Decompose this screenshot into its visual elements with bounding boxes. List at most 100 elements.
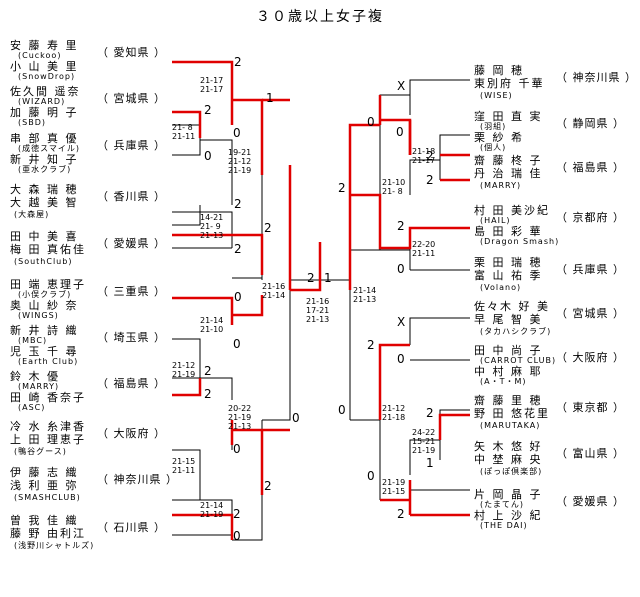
page-title: ３０歳以上女子複 bbox=[256, 9, 384, 25]
player-name: 上 田 理恵子 bbox=[10, 433, 86, 446]
game-score-line: 14-21 bbox=[200, 213, 224, 222]
score-l7: 2 bbox=[264, 221, 272, 235]
club-name: (Dragon Smash) bbox=[480, 237, 560, 246]
game-score-line: 21-13 bbox=[306, 315, 330, 324]
game-score-line: 15-21 bbox=[412, 437, 436, 446]
player-name: 児 玉 千 尋 bbox=[10, 345, 79, 358]
club-name: (MARRY) bbox=[18, 382, 60, 391]
club-name: (WINGS) bbox=[18, 311, 59, 320]
club-name: (MARRY) bbox=[480, 181, 522, 190]
game-score-line: 21-18 bbox=[412, 147, 436, 156]
game-score-line: 21-11 bbox=[172, 132, 196, 141]
game-score-line: 21-19 bbox=[382, 478, 406, 487]
prefecture-label: （ 三重県 ） bbox=[97, 285, 166, 298]
player-name: 梅 田 真佑佳 bbox=[10, 243, 86, 256]
prefecture-label: （ 京都府 ） bbox=[556, 211, 625, 224]
player-name: 曽 我 佳 織 bbox=[10, 514, 79, 527]
player-name: 東別府 千華 bbox=[474, 77, 545, 90]
score-r6: 2 bbox=[338, 181, 346, 195]
player-name: 栗 田 瑞 穂 bbox=[474, 256, 543, 269]
prefecture-label: （ 愛媛県 ） bbox=[556, 495, 625, 508]
game-score-line: 17-21 bbox=[306, 306, 330, 315]
score-r3: 0 bbox=[396, 125, 404, 139]
club-name: (THE DAI) bbox=[480, 521, 528, 530]
score-l10: 0 bbox=[233, 337, 241, 351]
club-name: (SBD) bbox=[18, 118, 46, 127]
player-name: 安 藤 寿 里 bbox=[10, 39, 79, 52]
player-name: 村 上 沙 紀 bbox=[474, 509, 543, 522]
score-r1: X bbox=[397, 79, 406, 93]
game-score-line: 21-17 bbox=[200, 85, 224, 94]
player-name: 齋 藤 柊 子 bbox=[474, 154, 543, 167]
game-score-line: 24-22 bbox=[412, 428, 436, 437]
game-score-line: 21-13 bbox=[353, 295, 377, 304]
score-r12: 0 bbox=[397, 352, 405, 366]
game-score-line: 21-17 bbox=[200, 76, 224, 85]
game-score-line: 21-14 bbox=[262, 291, 286, 300]
club-name: (SnowDrop) bbox=[18, 72, 76, 81]
prefecture-label: （ 宮城県 ） bbox=[556, 307, 625, 320]
score-l6: 2 bbox=[234, 197, 242, 211]
prefecture-label: （ 宮城県 ） bbox=[97, 92, 166, 105]
score-l16: 2 bbox=[264, 479, 272, 493]
player-name: 新 井 知 子 bbox=[10, 153, 79, 166]
score-l3: 0 bbox=[233, 126, 241, 140]
score-r15: 1 bbox=[426, 456, 434, 470]
score-l18: 0 bbox=[233, 529, 241, 543]
game-score-line: 21-10 bbox=[200, 325, 224, 334]
player-name: 加 藤 明 子 bbox=[10, 106, 79, 119]
club-name: (A・T・M) bbox=[480, 377, 527, 386]
club-name: (たまてん) bbox=[480, 500, 525, 509]
prefecture-label: （ 福島県 ） bbox=[97, 377, 166, 390]
club-name: (羽組) bbox=[480, 122, 507, 131]
game-score-line: 21-19 bbox=[172, 370, 196, 379]
club-name: (ASC) bbox=[18, 403, 46, 412]
game-score-line: 21-17 bbox=[412, 156, 436, 165]
score-l1: 2 bbox=[234, 55, 242, 69]
score-r16: 2 bbox=[397, 507, 405, 521]
score-r7: 2 bbox=[397, 219, 405, 233]
score-r9: X bbox=[397, 315, 406, 329]
club-name: (WISE) bbox=[480, 91, 513, 100]
game-score-line: 21-15 bbox=[172, 457, 196, 466]
player-name: 田 中 尚 子 bbox=[474, 344, 543, 357]
player-name: 藤 岡 穂 bbox=[474, 64, 524, 77]
score-l8: 2 bbox=[234, 242, 242, 256]
prefecture-label: （ 愛媛県 ） bbox=[97, 237, 166, 250]
prefecture-label: （ 静岡県 ） bbox=[556, 117, 625, 130]
club-name: (Cuckoo) bbox=[18, 51, 62, 60]
player-name: 矢 木 悠 好 bbox=[474, 440, 543, 453]
game-score-line: 21-11 bbox=[172, 466, 196, 475]
player-name: 田 端 恵理子 bbox=[10, 278, 86, 291]
score-l9: 0 bbox=[234, 290, 242, 304]
game-score-line: 21-10 bbox=[382, 178, 406, 187]
player-name: 中 埜 麻 央 bbox=[474, 453, 543, 466]
prefecture-label: （ 大阪府 ） bbox=[97, 427, 166, 440]
player-name: 大 越 美 智 bbox=[10, 196, 79, 209]
club-name: (SouthClub) bbox=[14, 257, 73, 266]
player-name: 大 森 瑞 穂 bbox=[10, 183, 79, 196]
score-r10: 2 bbox=[367, 338, 375, 352]
game-score-line: 21-16 bbox=[262, 282, 286, 291]
club-name: (WIZARD) bbox=[18, 97, 66, 106]
prefecture-label: （ 大阪府 ） bbox=[556, 351, 625, 364]
game-score-line: 21-18 bbox=[382, 413, 406, 422]
prefecture-label: （ 東京都 ） bbox=[556, 401, 625, 414]
club-name: (鴨谷グース) bbox=[14, 447, 67, 456]
club-name: (Volano) bbox=[480, 283, 522, 292]
score-r11: 0 bbox=[338, 403, 346, 417]
club-name: (成徳スマイル) bbox=[18, 144, 81, 153]
player-name: 齋 藤 里 穂 bbox=[474, 394, 543, 407]
score-r8: 0 bbox=[397, 262, 405, 276]
prefecture-label: （ 福島県 ） bbox=[556, 161, 625, 174]
score-l13: 0 bbox=[292, 411, 300, 425]
